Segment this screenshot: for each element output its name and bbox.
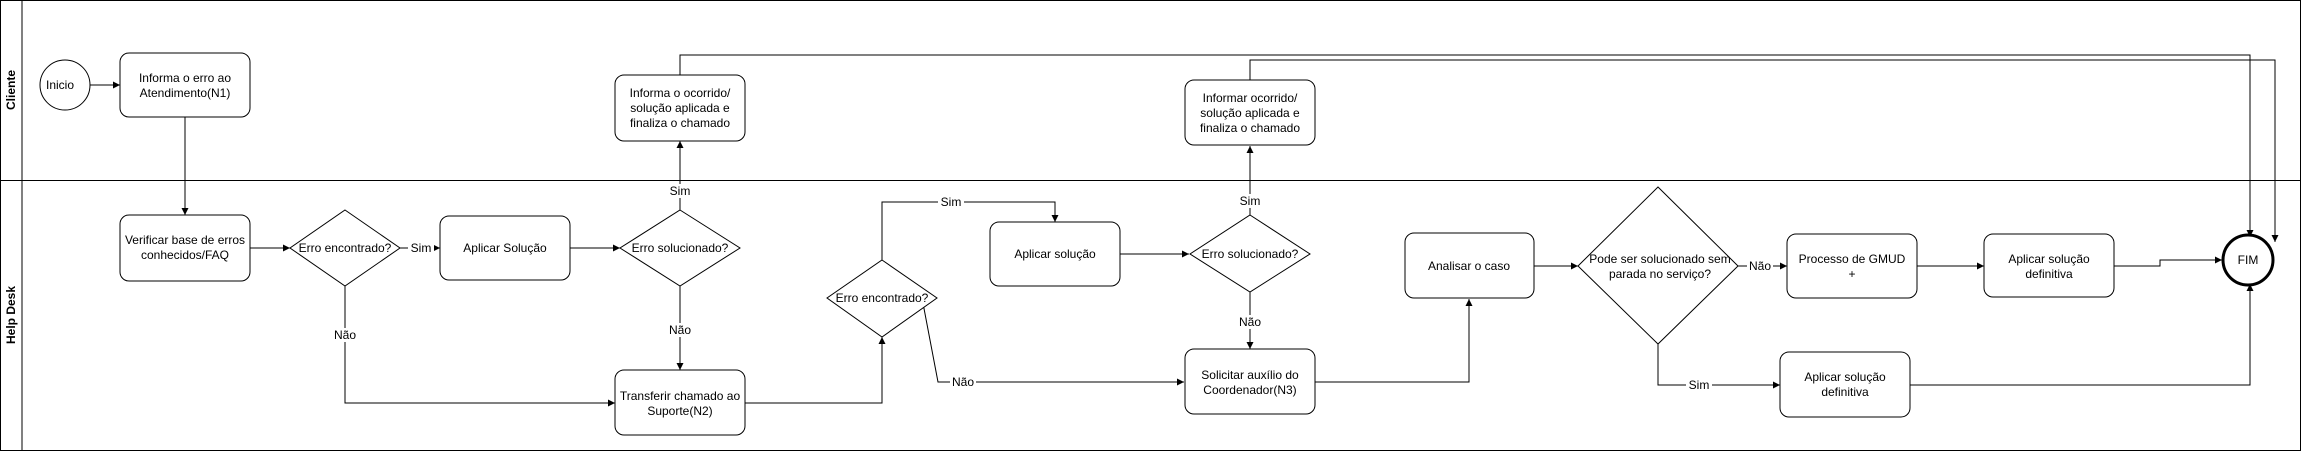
- node-erro-encontrado-2-label: Erro encontrado?: [836, 291, 929, 305]
- edge-erro1-transferir: [344, 286, 615, 407]
- node-aplicar-definitiva-1: Aplicar solução definitiva: [1983, 233, 2115, 298]
- node-verificar-base: Verificar base de erros conhecidos/FAQ: [119, 214, 251, 282]
- edge-labels: Sim Não Sim Não Sim Não Sim Não Não Sim: [332, 184, 1773, 392]
- node-inicio: Inicio: [39, 59, 91, 111]
- node-informar-ocorrido-2-line1: Informar ocorrido/: [1203, 91, 1298, 105]
- node-informa-erro-line2: Atendimento(N1): [140, 86, 231, 100]
- lane-help-desk-title: Help Desk: [4, 286, 18, 344]
- edge-label-sim-5: Sim: [1689, 378, 1710, 392]
- node-informar-ocorrido-2-line2: solução aplicada e: [1200, 106, 1300, 120]
- edge-label-nao-1: Não: [334, 328, 356, 342]
- node-erro-encontrado-1: Erro encontrado?: [289, 209, 401, 287]
- lane-cliente: Cliente: [0, 0, 2301, 181]
- node-transferir-chamado: Transferir chamado ao Suporte(N2): [614, 369, 746, 436]
- node-aplicar-definitiva-2-line2: definitiva: [1821, 385, 1869, 399]
- node-informa-ocorrido-1-line1: Informa o ocorrido/: [630, 86, 731, 100]
- node-erro-encontrado-2: Erro encontrado?: [826, 259, 938, 338]
- node-informar-ocorrido-2: Informar ocorrido/ solução aplicada e fi…: [1184, 79, 1316, 146]
- node-aplicar-solucao-1-label: Aplicar Solução: [463, 241, 547, 255]
- edges: [90, 54, 2279, 407]
- edge-label-sim-3: Sim: [941, 195, 962, 209]
- node-pode-ser-solucionado-line1: Pode ser solucionado sem: [1589, 252, 1730, 266]
- edge-informar-ocorrido2-fim: [1249, 59, 2279, 242]
- node-informa-ocorrido-1-line2: solução aplicada e: [630, 101, 730, 115]
- node-pode-ser-solucionado: Pode ser solucionado sem parada no servi…: [1577, 186, 1739, 345]
- node-aplicar-definitiva-1-line2: definitiva: [2025, 267, 2073, 281]
- node-aplicar-solucao-2: Aplicar solução: [989, 221, 1121, 287]
- node-solicitar-auxilio-line2: Coordenador(N3): [1203, 383, 1296, 397]
- node-solicitar-auxilio: Solicitar auxílio do Coordenador(N3): [1184, 348, 1316, 415]
- node-erro-solucionado-2-label: Erro solucionado?: [1202, 247, 1299, 261]
- lane-cliente-title: Cliente: [4, 70, 18, 110]
- edge-label-sim-1: Sim: [411, 241, 432, 255]
- node-erro-solucionado-1-label: Erro solucionado?: [632, 241, 729, 255]
- edge-aplicar-definitiva1-fim: [2114, 256, 2222, 267]
- node-inicio-label: Inicio: [46, 78, 74, 92]
- node-informa-erro: Informa o erro ao Atendimento(N1): [119, 52, 251, 118]
- node-erro-solucionado-2: Erro solucionado?: [1189, 214, 1311, 293]
- node-solicitar-auxilio-line1: Solicitar auxílio do: [1201, 368, 1299, 382]
- node-erro-encontrado-1-label: Erro encontrado?: [299, 241, 392, 255]
- node-aplicar-definitiva-2: Aplicar solução definitiva: [1779, 351, 1911, 418]
- edge-informa-ocorrido1-fim: [679, 54, 2254, 237]
- node-analisar-caso-label: Analisar o caso: [1428, 259, 1510, 273]
- edge-label-nao-2: Não: [669, 323, 691, 337]
- edge-transferir-erro2: [745, 337, 886, 404]
- node-fim-label: FIM: [2238, 253, 2259, 267]
- node-aplicar-solucao-1: Aplicar Solução: [439, 215, 571, 281]
- edge-pode-ser-aplicar-definitiva2: [1657, 344, 1780, 389]
- node-aplicar-definitiva-2-line1: Aplicar solução: [1804, 370, 1886, 384]
- node-processo-gmud: Processo de GMUD +: [1786, 233, 1918, 299]
- edge-erro2-solicitar: [921, 297, 1184, 386]
- node-processo-gmud-line1: Processo de GMUD: [1799, 252, 1906, 266]
- node-informa-ocorrido-1-line3: finaliza o chamado: [630, 116, 730, 130]
- node-informa-erro-line1: Informa o erro ao: [139, 71, 231, 85]
- node-pode-ser-solucionado-line2: parada no serviço?: [1609, 267, 1711, 281]
- edge-erro2-aplicar2: [881, 201, 1059, 260]
- node-erro-solucionado-1: Erro solucionado?: [619, 209, 741, 287]
- edge-solicitar-analisar: [1315, 299, 1473, 383]
- node-verificar-base-line1: Verificar base de erros: [125, 233, 245, 247]
- node-transferir-chamado-line1: Transferir chamado ao: [620, 389, 741, 403]
- edge-label-sim-4: Sim: [1240, 194, 1261, 208]
- node-verificar-base-line2: conhecidos/FAQ: [141, 248, 229, 262]
- edge-label-sim-2: Sim: [670, 184, 691, 198]
- node-fim: FIM: [2221, 233, 2275, 287]
- node-aplicar-solucao-2-label: Aplicar solução: [1014, 247, 1096, 261]
- edge-aplicar-definitiva2-fim: [1910, 284, 2254, 386]
- node-informa-ocorrido-1: Informa o ocorrido/ solução aplicada e f…: [614, 74, 746, 142]
- edge-label-nao-5: Não: [1749, 259, 1771, 273]
- node-informar-ocorrido-2-line3: finaliza o chamado: [1200, 121, 1300, 135]
- node-analisar-caso: Analisar o caso: [1404, 232, 1535, 299]
- node-transferir-chamado-line2: Suporte(N2): [647, 404, 712, 418]
- edge-label-nao-3: Não: [952, 375, 974, 389]
- node-aplicar-definitiva-1-line1: Aplicar solução: [2008, 252, 2090, 266]
- node-processo-gmud-line2: +: [1848, 267, 1855, 281]
- edge-label-nao-4: Não: [1239, 315, 1261, 329]
